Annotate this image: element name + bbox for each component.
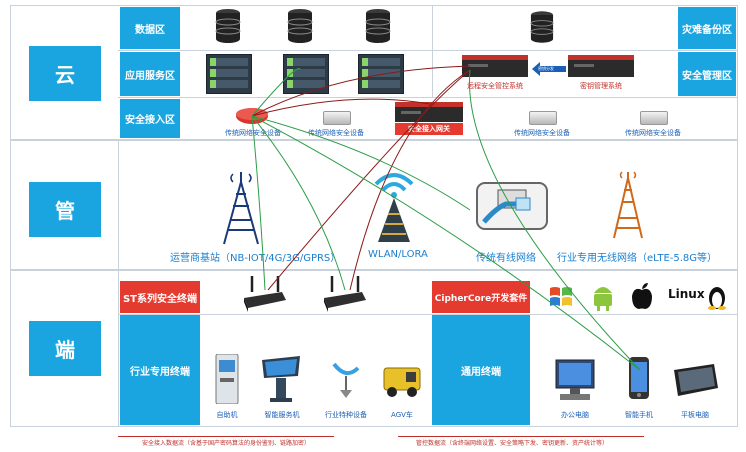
database-icon [215,9,241,43]
desktop-pc-icon [555,359,595,400]
key-system-label: 密钥管理系统 [580,82,622,90]
database-icon [365,9,391,43]
device-label-special: 行业特种设备 [325,411,367,419]
database-icon [530,11,554,43]
android-logo-icon [594,287,612,311]
server-rack-icon [206,54,252,94]
tier-pipe: 管 [29,182,101,237]
kiosk-icon [262,356,300,402]
private-network-label: 行业专用无线网络（eLTE-5.8G等） [557,253,718,264]
gateway-label: 安全接入网关 [395,123,463,135]
wlan-label: WLAN/LORA [368,249,428,260]
router-icon [236,108,268,124]
database-icon [287,9,313,43]
legacy-device-label-2: 传统网络安全设备 [308,129,364,137]
general-terminal-label: 通用终端 [432,315,530,425]
cipher-kit-label: CipherCore开发套件 [432,281,530,313]
windows-logo-icon [550,287,572,306]
linux-label: Linux [668,287,705,301]
apple-logo-icon [632,283,652,309]
device-label-kiosk: 智能服务机 [264,411,300,419]
mgmt-flow-legend: 管控数据流（含终端网络设置、安全策略下发、密钥更新、资产统计等） [416,440,609,447]
network-appliance-icon [323,111,351,125]
zone-app: 应用服务区 [120,52,180,96]
network-appliance-icon [529,111,557,125]
private-tower-icon [613,171,643,239]
linux-penguin-icon [708,287,726,310]
mgmt-system-appliance-icon [462,55,528,77]
gateway-appliance-icon [395,102,463,122]
tier-cloud: 云 [29,46,101,101]
wlan-tower-icon [374,173,414,242]
zone-data: 数据区 [120,7,180,49]
end-vdivider [118,270,119,427]
cloud-vdivider [432,5,433,97]
device-label-pc: 办公电脑 [561,411,589,419]
pipe-vdivider [118,140,119,270]
access-flow-legend: 安全接入数据流（含基于国产密码算法的身份鉴别、链路加密） [142,440,311,447]
key-system-appliance-icon [568,55,634,77]
server-rack-icon [358,54,404,94]
special-equipment-icon [332,362,360,398]
arrow-left-icon [532,62,566,76]
device-label-tablet: 平板电脑 [681,411,709,419]
smartphone-icon [629,357,649,399]
st-terminal-label: ST系列安全终端 [120,281,200,313]
ethernet-cable-icon [476,182,548,230]
server-rack-icon [283,54,329,94]
industry-terminal-label: 行业专用终端 [120,315,200,425]
zone-access: 安全接入区 [120,99,180,138]
device-label-agv: AGV车 [391,411,413,419]
key-distribution-label: 密钥分发 [538,66,554,71]
security-terminal-icon [244,276,286,312]
tier-end: 端 [29,321,101,376]
mgmt-system-label: 远程安全管控系统 [467,82,523,90]
zone-security-mgmt: 安全管理区 [678,52,736,96]
network-appliance-icon [640,111,668,125]
access-flow-legend-line [118,436,334,437]
legacy-device-label-3: 传统网络安全设备 [514,129,570,137]
device-label-atm: 自助机 [216,411,238,419]
legacy-device-label-1: 传统网络安全设备 [225,129,281,137]
zone-disaster: 灾难备份区 [678,7,736,49]
cloud-divider-2 [118,97,738,98]
atm-icon [215,354,239,404]
mgmt-flow-legend-line [398,436,644,437]
agv-vehicle-icon [383,367,421,397]
tablet-icon [674,364,718,396]
legacy-device-label-4: 传统网络安全设备 [625,129,681,137]
cell-tower-icon [223,172,259,245]
end-divider [118,314,738,315]
device-label-phone: 智能手机 [625,411,653,419]
wired-network-label: 传统有线网络 [476,253,536,264]
cloud-divider-1 [118,50,738,51]
security-terminal-icon [324,276,366,312]
carrier-network-label: 运营商基站（NB-IOT/4G/3G/GPRS） [170,253,341,264]
